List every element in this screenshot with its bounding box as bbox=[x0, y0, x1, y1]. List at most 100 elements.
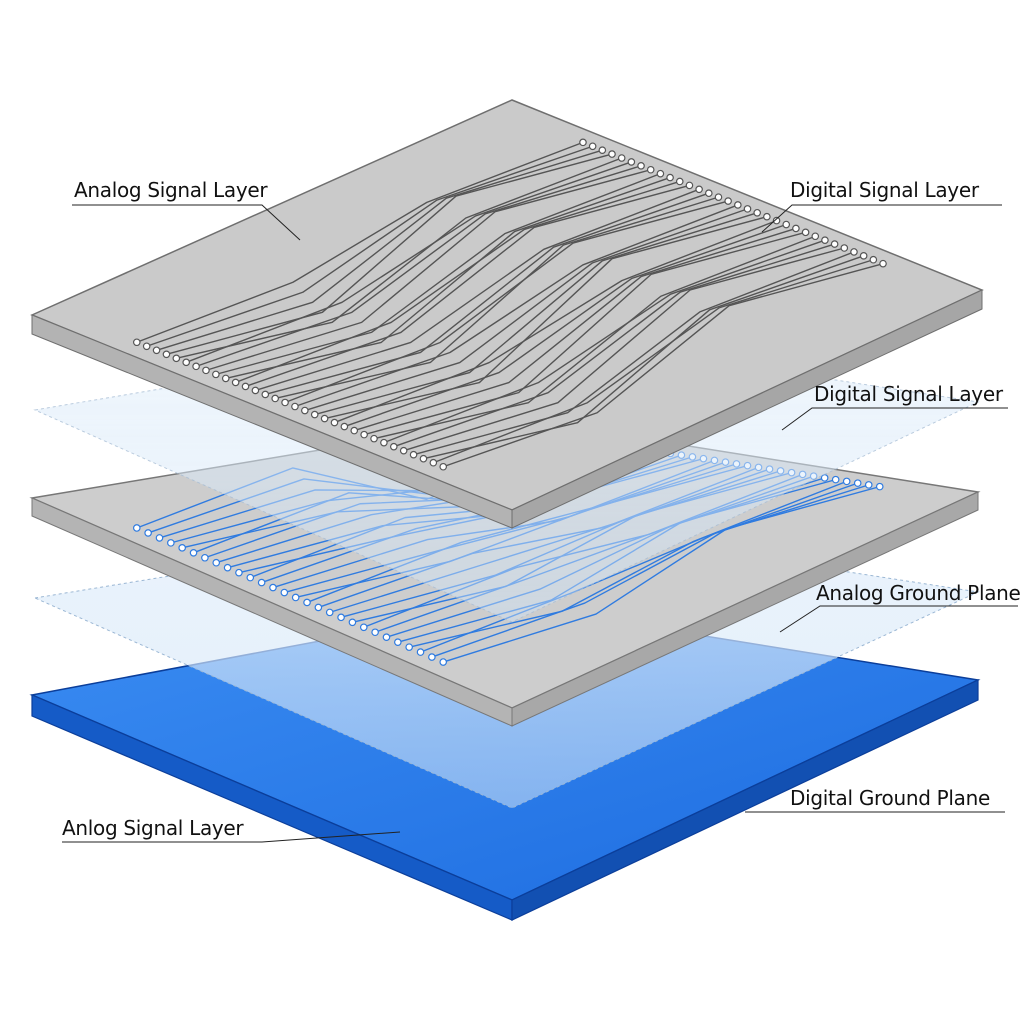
trace-pad bbox=[291, 593, 300, 602]
trace-pad bbox=[753, 208, 761, 217]
trace-pad bbox=[303, 598, 311, 607]
label-analog-signal-layer-bottom: Anlog Signal Layer bbox=[62, 816, 244, 840]
trace-pad bbox=[212, 370, 220, 379]
trace-pad bbox=[314, 603, 323, 612]
trace-line bbox=[393, 243, 835, 448]
middle-board-front-right bbox=[511, 491, 979, 727]
trace-pad bbox=[830, 240, 839, 248]
leader-top-right bbox=[761, 204, 1002, 233]
trace-line bbox=[205, 169, 651, 372]
trace-pad bbox=[192, 362, 200, 371]
trace-line bbox=[146, 145, 593, 347]
trace-line bbox=[185, 161, 632, 363]
trace-pad bbox=[257, 578, 266, 587]
trace-pad bbox=[167, 539, 175, 547]
trace-pad bbox=[389, 442, 398, 451]
trace-line bbox=[324, 216, 768, 420]
trace-pad bbox=[251, 386, 260, 395]
trace-pad bbox=[399, 446, 408, 455]
trace-line bbox=[420, 482, 858, 653]
trace-line bbox=[225, 176, 671, 380]
trace-pad bbox=[271, 394, 279, 403]
leader-mid-right bbox=[781, 407, 1008, 431]
trace-pad bbox=[144, 529, 152, 537]
trace-pad bbox=[685, 181, 694, 190]
trace-pad bbox=[281, 398, 289, 407]
gray-trace-group bbox=[132, 138, 887, 471]
trace-pad bbox=[675, 177, 684, 186]
trace-pad bbox=[409, 450, 418, 459]
trace-pad bbox=[656, 169, 665, 178]
trace-line bbox=[373, 235, 816, 440]
trace-pad bbox=[182, 358, 191, 367]
trace-pad bbox=[875, 482, 884, 491]
trace-pad bbox=[291, 402, 299, 411]
trace-pad bbox=[370, 434, 378, 443]
trace-pad bbox=[280, 588, 289, 597]
trace-pad bbox=[743, 205, 752, 213]
trace-pad bbox=[416, 648, 425, 656]
trace-pad bbox=[646, 165, 655, 174]
trace-line bbox=[265, 192, 710, 396]
trace-line bbox=[215, 173, 661, 376]
label-analog-signal-layer-top: Analog Signal Layer bbox=[74, 178, 268, 202]
trace-pad bbox=[261, 390, 270, 399]
trace-pad bbox=[598, 146, 607, 154]
trace-pad bbox=[301, 406, 309, 415]
trace-pad bbox=[820, 474, 829, 482]
leader-bottom-left bbox=[62, 831, 401, 843]
trace-pad bbox=[221, 374, 230, 383]
trace-line bbox=[235, 180, 680, 384]
trace-line bbox=[423, 255, 864, 460]
trace-line bbox=[166, 153, 613, 355]
trace-pad bbox=[859, 252, 868, 260]
trace-pad bbox=[439, 462, 448, 471]
trace-line bbox=[443, 485, 880, 663]
trace-pad bbox=[627, 158, 636, 166]
trace-pad bbox=[360, 430, 368, 439]
leader-lines bbox=[62, 204, 1018, 843]
trace-line bbox=[383, 239, 826, 444]
trace-pad bbox=[695, 185, 703, 194]
trace-pad bbox=[202, 366, 210, 375]
trace-line bbox=[245, 184, 690, 388]
trace-line bbox=[284, 200, 729, 404]
trace-pad bbox=[763, 212, 771, 221]
trace-line bbox=[195, 165, 642, 368]
ground-plane-front-right bbox=[511, 679, 979, 921]
trace-line bbox=[314, 212, 758, 416]
trace-line bbox=[409, 480, 847, 648]
trace-pad bbox=[348, 618, 357, 627]
trace-pad bbox=[772, 216, 781, 225]
top-signal-board bbox=[30, 99, 984, 529]
label-digital-signal-layer-mid: Digital Signal Layer bbox=[814, 382, 1003, 406]
trace-pad bbox=[371, 628, 379, 637]
trace-pad bbox=[359, 623, 368, 632]
trace-pad bbox=[705, 189, 713, 198]
trace-line bbox=[354, 227, 797, 432]
trace-pad bbox=[310, 410, 319, 419]
trace-pad bbox=[419, 454, 428, 463]
top-board-front-right bbox=[511, 289, 983, 529]
label-digital-ground-plane: Digital Ground Plane bbox=[790, 786, 990, 810]
trace-pad bbox=[320, 414, 329, 423]
trace-line bbox=[275, 196, 719, 400]
label-analog-ground-plane: Analog Ground Plane bbox=[816, 581, 1021, 605]
trace-line bbox=[413, 251, 855, 456]
trace-pad bbox=[269, 583, 277, 592]
trace-pad bbox=[792, 224, 800, 233]
trace-pad bbox=[382, 633, 391, 642]
trace-line bbox=[344, 223, 787, 428]
trace-pad bbox=[132, 524, 141, 532]
trace-pad bbox=[223, 563, 232, 572]
trace-pad bbox=[231, 378, 240, 387]
trace-pad bbox=[241, 382, 250, 391]
leader-top-left bbox=[72, 204, 301, 241]
trace-pad bbox=[405, 643, 413, 651]
trace-pad bbox=[429, 458, 438, 467]
trace-line bbox=[304, 208, 748, 412]
trace-pad bbox=[132, 338, 141, 347]
trace-pad bbox=[850, 248, 858, 256]
